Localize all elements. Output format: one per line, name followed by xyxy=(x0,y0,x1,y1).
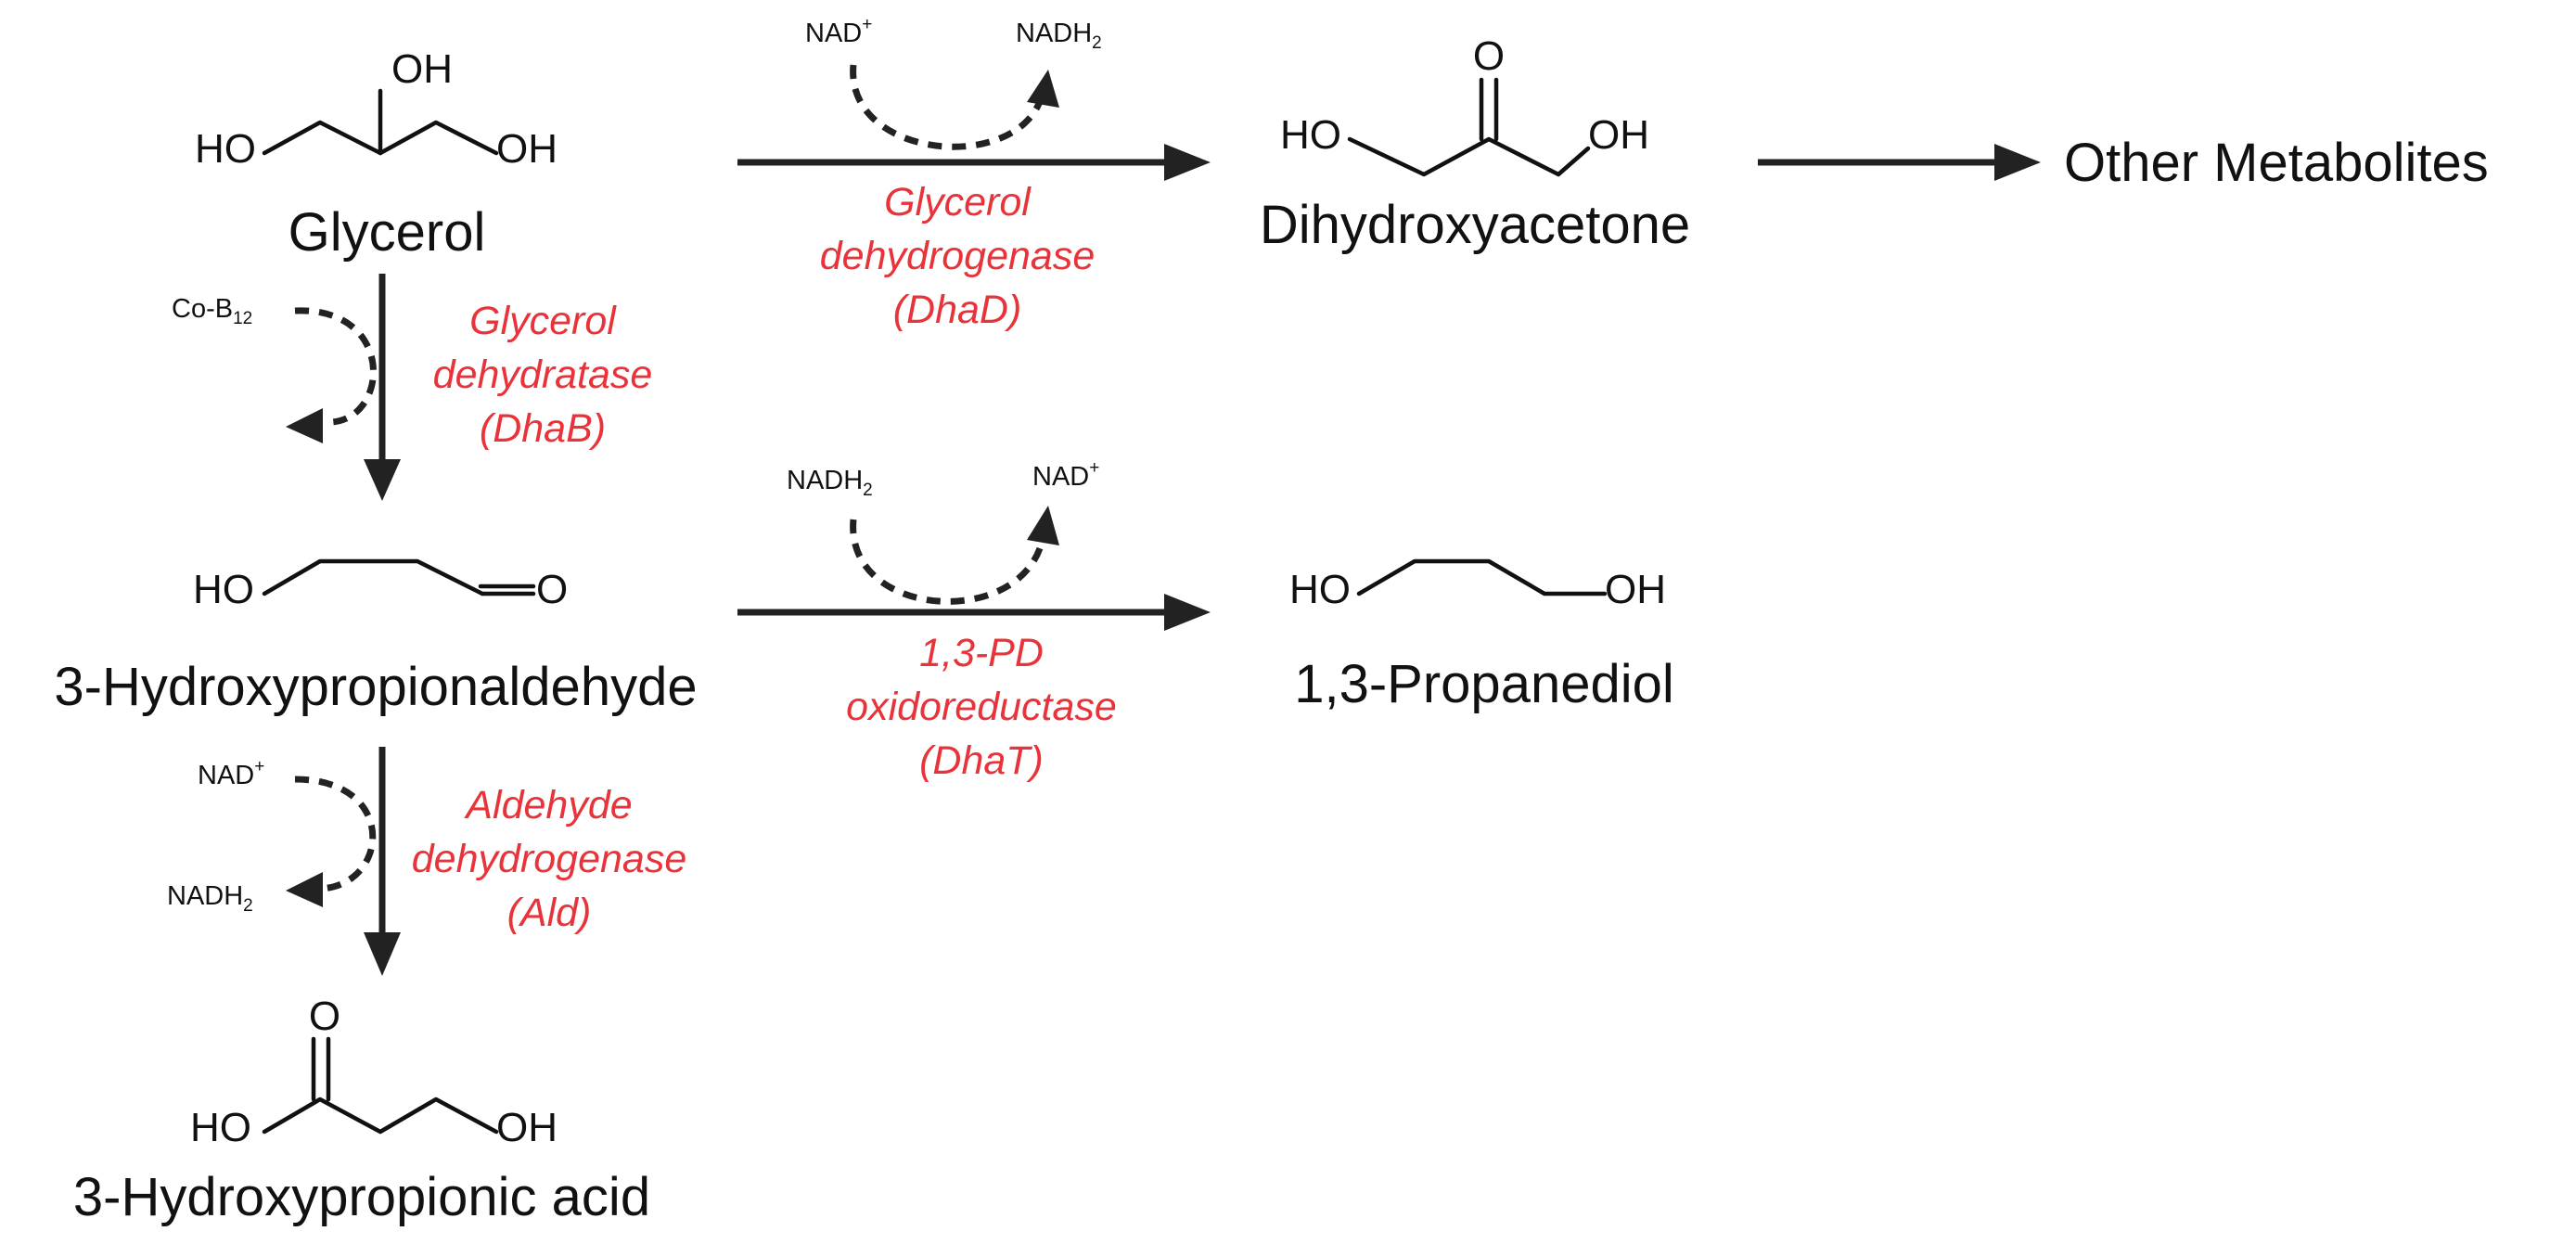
hpacid-oh: OH xyxy=(496,1105,557,1150)
dha-chain xyxy=(1347,136,1591,177)
svg-text:(DhaT): (DhaT) xyxy=(919,738,1044,783)
cofactor-nad-left: NAD+ xyxy=(198,757,264,790)
svg-text:dehydratase: dehydratase xyxy=(433,353,653,397)
svg-text:1,3-PD: 1,3-PD xyxy=(919,631,1044,675)
hp-acid-label: 3-Hydroxypropionic acid xyxy=(73,1167,650,1227)
cofactor-arrow-dhat xyxy=(850,506,1059,605)
enzyme-dhad: Glycerol dehydrogenase (DhaD) xyxy=(820,180,1095,332)
cofactor-nad-mid: NAD+ xyxy=(1032,458,1099,492)
arrow-glycerol-to-dha xyxy=(737,144,1211,181)
svg-text:dehydrogenase: dehydrogenase xyxy=(820,234,1095,278)
dihydroxyacetone-label: Dihydroxyacetone xyxy=(1260,195,1690,255)
cofactor-nadh2-top: NADH2 xyxy=(1016,19,1102,53)
svg-text:Aldehyde: Aldehyde xyxy=(463,783,632,827)
svg-text:Glycerol: Glycerol xyxy=(884,180,1032,224)
arrow-hpa-to-hpacid xyxy=(364,747,401,976)
enzyme-dhab: Glycerol dehydratase (DhaB) xyxy=(433,299,653,451)
svg-text:oxidoreductase: oxidoreductase xyxy=(846,685,1117,729)
other-metabolites-label: Other Metabolites xyxy=(2064,133,2489,193)
svg-text:(DhaB): (DhaB) xyxy=(480,406,606,451)
svg-text:(DhaD): (DhaD) xyxy=(893,288,1022,332)
cofactor-arrow-ald xyxy=(286,776,377,907)
arrow-glycerol-to-hpa xyxy=(364,274,401,501)
cofactor-cob12: Co-B12 xyxy=(172,294,252,328)
hpacid-chain xyxy=(262,1097,499,1135)
glycerol-label: Glycerol xyxy=(288,202,486,263)
hpa-chain xyxy=(262,558,485,596)
pdo-ho: HO xyxy=(1289,567,1351,612)
dihydroxyacetone-structure: O HO OH xyxy=(1280,33,1649,177)
hpacid-o-top: O xyxy=(309,994,340,1039)
svg-text:dehydrogenase: dehydrogenase xyxy=(412,837,686,881)
pdo-chain xyxy=(1356,558,1608,596)
arrow-dha-to-metabolites xyxy=(1758,144,2041,181)
hp-acid-structure: O HO OH xyxy=(190,994,557,1150)
enzyme-ald: Aldehyde dehydrogenase (Ald) xyxy=(412,783,686,935)
glycerol-structure: OH HO OH xyxy=(195,46,557,172)
glycerol-oh-top: OH xyxy=(391,46,453,92)
pdo-oh: OH xyxy=(1605,567,1666,612)
glycerol-oh-right: OH xyxy=(496,126,557,172)
cofactor-arrow-dhab xyxy=(286,307,377,443)
cofactor-nadh2-mid: NADH2 xyxy=(787,466,873,500)
cofactor-nad-top: NAD+ xyxy=(805,15,872,48)
svg-text:(Ald): (Ald) xyxy=(507,891,592,935)
cofactor-nadh2-left: NADH2 xyxy=(167,881,253,916)
dha-o-top: O xyxy=(1473,33,1505,79)
enzyme-dhat: 1,3-PD oxidoreductase (DhaT) xyxy=(846,631,1117,783)
dha-ho-left: HO xyxy=(1280,112,1341,158)
propanediol-label: 1,3-Propanediol xyxy=(1294,654,1674,714)
hpacid-ho: HO xyxy=(190,1105,251,1150)
dha-oh-right: OH xyxy=(1588,112,1649,158)
arrow-hpa-to-pdo xyxy=(737,594,1211,631)
cofactor-arrow-dhad xyxy=(850,64,1059,150)
hpa-ho: HO xyxy=(193,567,254,612)
hpa-o: O xyxy=(536,567,568,612)
hpa-structure: HO O xyxy=(193,558,568,612)
hpa-label: 3-Hydroxypropionaldehyde xyxy=(54,657,697,717)
propanediol-structure: HO OH xyxy=(1289,558,1666,612)
glycerol-ho-left: HO xyxy=(195,126,256,172)
svg-text:Glycerol: Glycerol xyxy=(469,299,617,343)
